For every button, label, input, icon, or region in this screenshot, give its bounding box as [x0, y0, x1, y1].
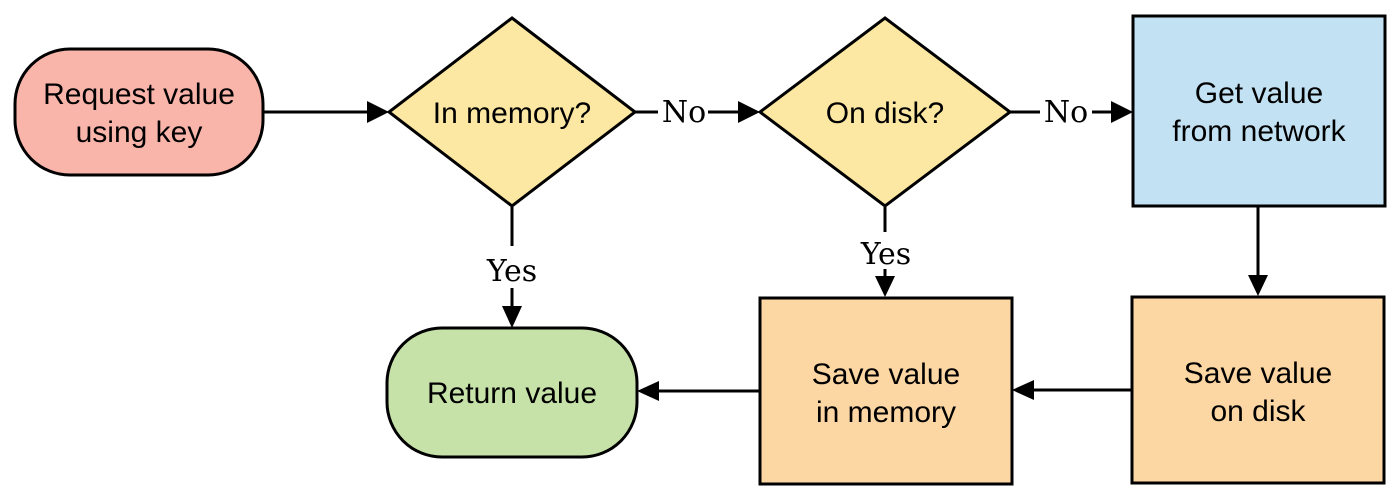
node-save-value-in-memory: Save value in memory	[758, 296, 1014, 486]
edge-request-to-inmemory	[263, 101, 389, 123]
arrowhead-icon	[1111, 101, 1133, 123]
process-shape	[758, 296, 1014, 486]
process-shape	[1130, 295, 1386, 485]
node-label-line2: on disk	[1210, 395, 1306, 428]
edge-inmemory-no-to-ondisk	[635, 101, 760, 123]
node-on-disk-decision: On disk?	[757, 16, 1013, 208]
edge-network-to-savedisk	[1248, 206, 1268, 296]
edge-label-no-on-disk: No	[1044, 95, 1088, 130]
node-save-value-on-disk: Save value on disk	[1130, 295, 1386, 485]
edge-savememory-to-return	[637, 381, 760, 401]
node-in-memory-decision: In memory?	[386, 16, 638, 208]
arrowhead-icon	[1012, 380, 1034, 400]
arrowhead-icon	[875, 276, 895, 297]
decision-diamond-shape	[757, 16, 1013, 208]
node-label-line1: Save value	[812, 358, 960, 391]
node-label-line1: Request value	[43, 78, 235, 111]
arrowhead-icon	[637, 381, 659, 401]
edge-label-yes-on-disk: Yes	[860, 237, 911, 272]
node-return-value: Return value	[385, 326, 639, 459]
edge-label-yes-in-memory: Yes	[486, 254, 537, 289]
edge-ondisk-yes-to-savememory	[875, 207, 895, 297]
edge-label-no-in-memory: No	[662, 95, 706, 130]
terminator-shape	[13, 47, 265, 177]
process-shape	[1131, 14, 1387, 208]
node-label: In memory?	[433, 97, 591, 130]
node-label: On disk?	[826, 97, 944, 130]
arrowhead-icon	[1248, 275, 1268, 296]
edge-savedisk-to-savememory	[1012, 380, 1132, 400]
edge-ondisk-no-to-network	[1010, 101, 1133, 123]
node-get-value-from-network: Get value from network	[1131, 14, 1387, 208]
node-label: Return value	[427, 377, 597, 410]
arrowhead-icon	[502, 306, 522, 328]
node-label-line2: using key	[76, 116, 203, 149]
node-label-line2: in memory	[816, 396, 956, 429]
arrowhead-icon	[738, 101, 760, 123]
edge-inmemory-yes-to-return	[502, 207, 522, 328]
decision-diamond-shape	[386, 16, 638, 208]
arrowhead-icon	[367, 101, 389, 123]
node-label-line2: from network	[1172, 115, 1346, 148]
terminator-shape	[385, 326, 639, 459]
node-request-value: Request value using key	[13, 47, 265, 177]
node-label-line1: Get value	[1195, 77, 1323, 110]
node-label-line1: Save value	[1184, 357, 1332, 390]
